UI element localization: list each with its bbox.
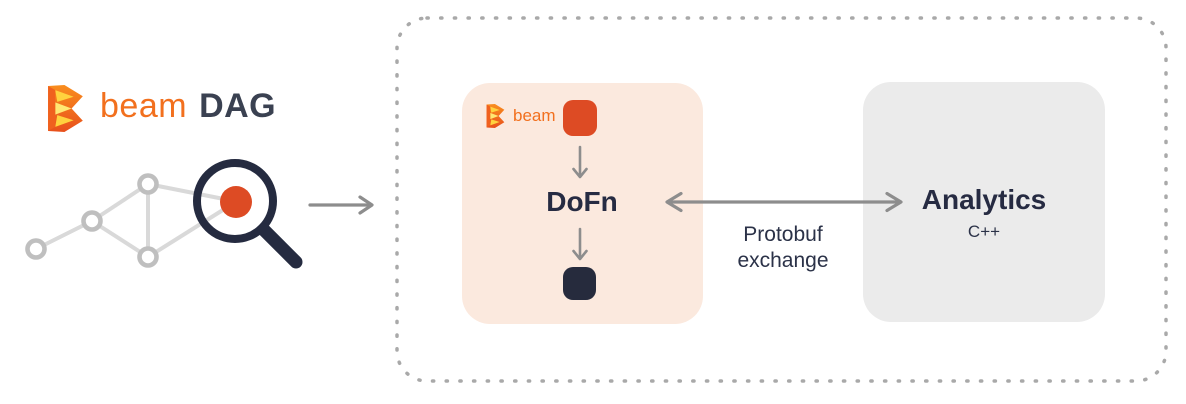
dark-node-square xyxy=(563,267,596,300)
magnifier-lens xyxy=(193,159,277,243)
exchange-label: Protobuf exchange xyxy=(703,222,863,274)
pipeline-beam-text: beam xyxy=(513,105,556,125)
beam-logo-text: beam xyxy=(100,87,188,125)
graph-node xyxy=(81,210,103,232)
dag-graph-icon xyxy=(25,159,303,269)
graph-node xyxy=(137,173,159,195)
graph-nodes xyxy=(25,173,159,268)
flow-arrow-head xyxy=(358,195,374,215)
graph-edge xyxy=(147,182,235,203)
graph-edge xyxy=(90,219,150,259)
dag-logo-text: DAG xyxy=(199,87,277,125)
graph-edges xyxy=(35,182,236,259)
graph-node xyxy=(137,246,159,268)
graph-node xyxy=(25,238,47,260)
dofn-label: DoFn xyxy=(546,186,618,217)
pipeline-beam-logo: beam xyxy=(486,103,556,129)
magnifier-icon xyxy=(193,159,303,269)
beam-b-icon xyxy=(47,85,88,132)
graph-edge xyxy=(90,182,150,223)
magnifier-handle xyxy=(257,223,303,269)
analytics-title: Analytics xyxy=(921,184,1047,215)
graph-edge xyxy=(146,201,236,259)
beam-b-icon-small xyxy=(486,104,507,128)
exchange-label-line1: Protobuf xyxy=(743,223,823,246)
flow-arrow-icon xyxy=(308,195,374,215)
graph-edge xyxy=(35,219,93,251)
beam-dag-logo: beam DAG xyxy=(47,83,276,133)
analytics-subtitle: C++ xyxy=(967,222,1001,241)
exchange-label-line2: exchange xyxy=(737,249,829,272)
orange-node-square xyxy=(563,100,597,136)
highlighted-dag-node xyxy=(220,186,252,218)
